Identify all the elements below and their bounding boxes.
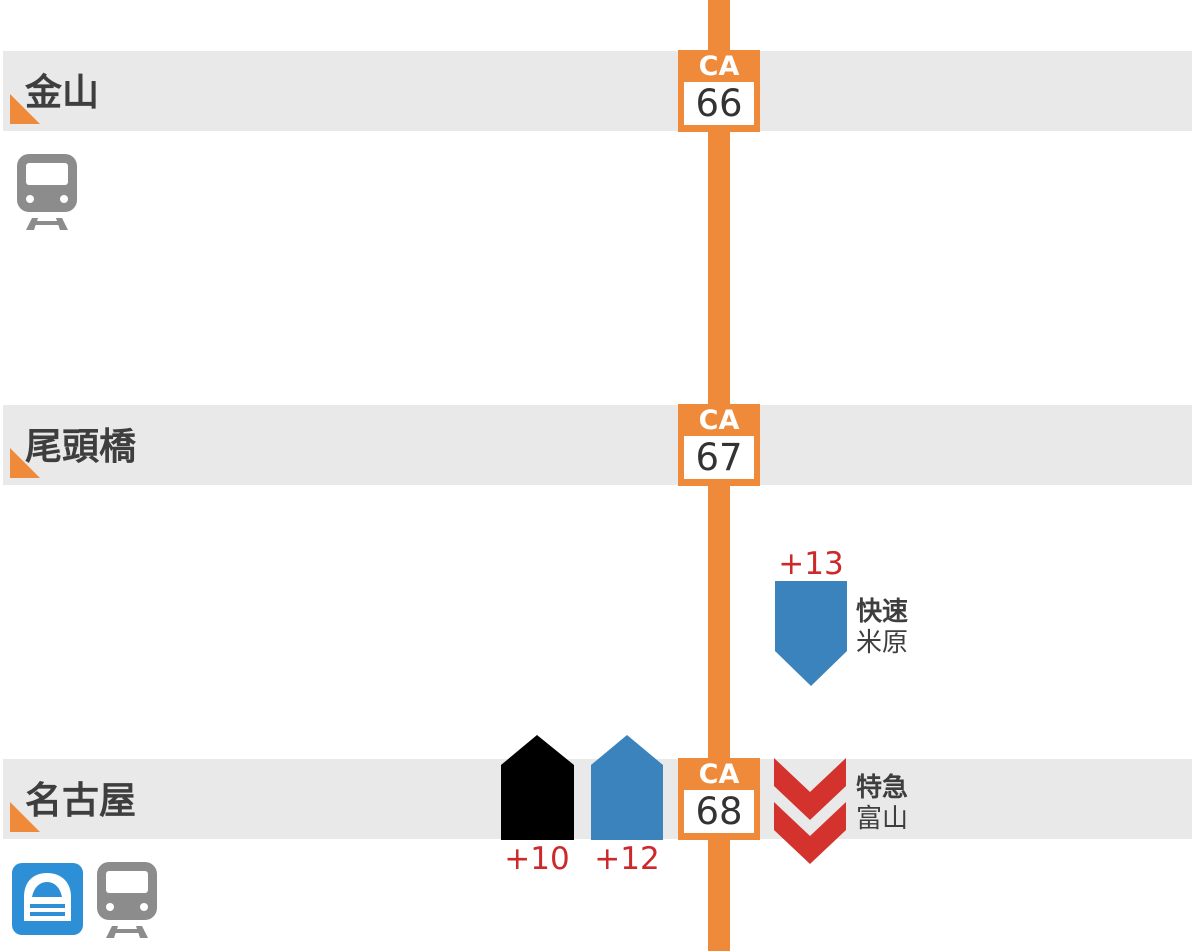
train-destination-label: 米原: [856, 628, 909, 658]
station-corner-marker: [10, 802, 40, 832]
station-code-number: 68: [684, 790, 754, 833]
station-code-badge: CA 67: [678, 404, 760, 486]
train-kind-label: 快速: [856, 597, 909, 627]
train-up-marker-black[interactable]: [501, 735, 574, 840]
train-up-marker-blue[interactable]: [591, 735, 663, 840]
train-destination-label: 富山: [856, 804, 909, 834]
station-name: 名古屋: [25, 779, 136, 822]
station-row-otobashi[interactable]: [3, 405, 1192, 485]
shinkansen-icon: [12, 863, 83, 935]
station-row-kanayama[interactable]: [3, 51, 1192, 131]
station-code-number: 67: [684, 436, 754, 479]
local-train-icon: [17, 154, 77, 230]
station-code-badge: CA 68: [678, 758, 760, 840]
rapid-train-down-marker[interactable]: [775, 581, 847, 687]
station-name: 金山: [25, 71, 99, 114]
station-code-line: CA: [698, 405, 740, 436]
train-delay-delta: +12: [594, 841, 660, 877]
station-name: 尾頭橋: [25, 425, 136, 468]
station-corner-marker: [10, 448, 40, 478]
train-kind-label: 特急: [856, 773, 909, 803]
station-corner-marker: [10, 94, 40, 124]
train-delay-delta: +10: [504, 841, 570, 877]
station-code-badge: CA 66: [678, 50, 760, 132]
station-code-line: CA: [698, 51, 740, 82]
station-code-line: CA: [698, 759, 740, 790]
limited-express-down-marker[interactable]: [774, 758, 846, 864]
local-train-icon: [97, 862, 157, 938]
station-code-number: 66: [684, 82, 754, 125]
train-delay-delta: +13: [778, 546, 844, 582]
